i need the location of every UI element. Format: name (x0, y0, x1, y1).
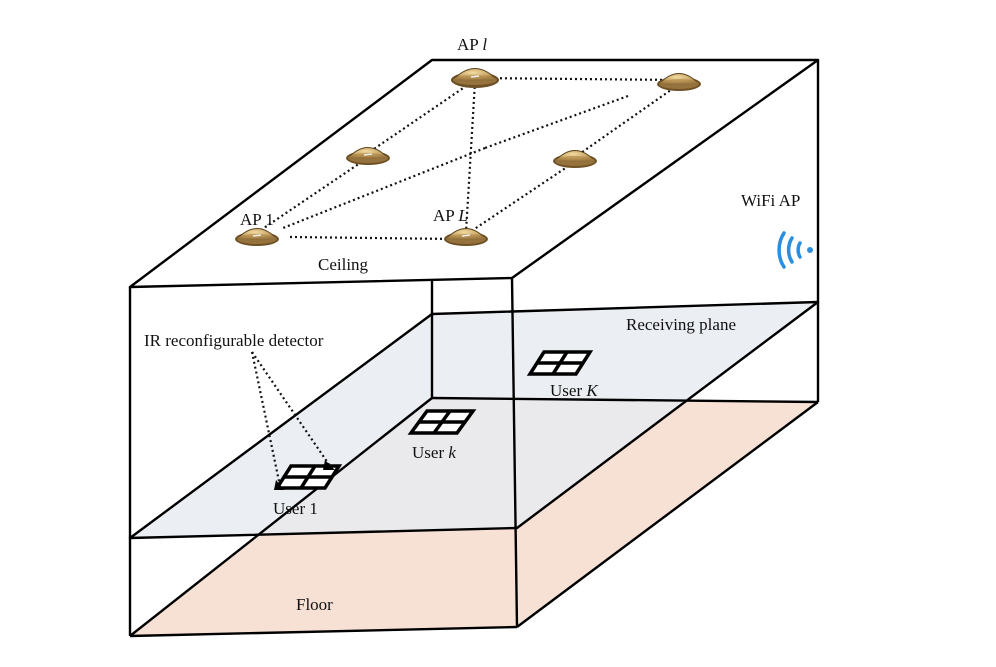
label-floor: Floor (296, 595, 333, 614)
label-user-k: User k (412, 443, 456, 462)
floor-edge (516, 401, 819, 628)
wifi-icon (777, 231, 813, 269)
floor-edge-back (129, 397, 433, 637)
label-ceiling: Ceiling (318, 255, 369, 274)
room-edge (510, 277, 519, 628)
ap-links (257, 76, 681, 241)
ap-dome-icon (553, 150, 597, 168)
label-ap-l: AP l (457, 35, 487, 54)
ap-dome-icon (657, 73, 701, 91)
detector-grid-icon (526, 350, 594, 376)
label-ap-1: AP 1 (240, 210, 274, 229)
label-user-1: User 1 (273, 499, 318, 518)
label-ap-L: AP L (433, 206, 468, 225)
ceiling-plane (128, 58, 820, 289)
room-edge (431, 396, 819, 404)
label-user-K: User K (550, 381, 599, 400)
label-wifi-ap: WiFi AP (741, 191, 800, 210)
detector-grid-icon (407, 409, 477, 435)
detector-grid-icon (273, 464, 343, 490)
floor-edge (129, 625, 518, 638)
ap-dome-icon (451, 68, 499, 88)
ap-dome-icon (346, 147, 390, 165)
ap-dome-icon (444, 228, 488, 246)
label-detector: IR reconfigurable detector (144, 331, 324, 350)
ap-dome-icon (235, 228, 279, 246)
detector-pointer (250, 351, 335, 490)
label-receiving-plane: Receiving plane (626, 315, 736, 334)
